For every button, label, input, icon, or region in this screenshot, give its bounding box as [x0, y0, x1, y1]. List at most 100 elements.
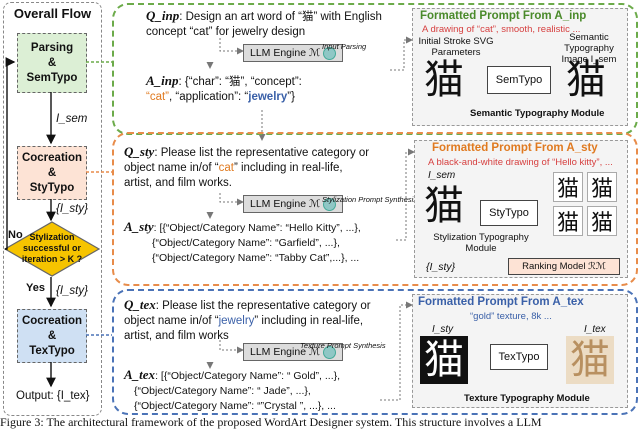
- panel3-engine-note: Texture Prompt Synthesis: [300, 341, 386, 350]
- panel2-q-label: Q_sty: [124, 144, 155, 159]
- style-result-tile: 猫: [587, 206, 617, 236]
- panel3-output-glyph: 猫: [566, 336, 614, 384]
- flow-output-label: Output: {I_tex}: [16, 390, 90, 402]
- panel2-answer: A_sty: [{“Object/Category Name”: “Hello …: [124, 218, 404, 266]
- panel1-a-end: ”}: [287, 91, 295, 103]
- stage3-line3: TexTypo: [29, 344, 75, 357]
- panel1-q-text-a: : Design an art word of “: [179, 11, 302, 23]
- panel1-semtypo-module: SemTypo: [487, 66, 551, 94]
- stage1-line3: SemTypo: [26, 71, 78, 84]
- flow-i-sty-label: {I_sty}: [56, 203, 88, 215]
- stage-cocreation-stytypo: Cocreation & StyTypo: [17, 146, 87, 200]
- panel2-query: Q_sty: Please list the representative ca…: [124, 143, 400, 191]
- panel3-textypo-module: TexTypo: [490, 344, 548, 370]
- flow-i-sem-label: I_sem: [56, 113, 88, 125]
- panel3-fmt-title: Formatted Prompt From A_tex: [418, 296, 584, 308]
- panel3-q-line3: artist, and film works: [124, 330, 229, 342]
- stage-cocreation-textypo: Cocreation & TexTypo: [17, 309, 87, 363]
- llm-engine-icon: [323, 345, 337, 359]
- panel3-module-caption: Texture Typography Module: [464, 393, 590, 404]
- panel1-q-text-b: ” with English: [313, 11, 382, 23]
- panel2-style-grid: 猫 猫 猫 猫: [553, 172, 625, 236]
- panel3-fmt-sub: “gold” texture, 8k ...: [470, 311, 552, 322]
- panel-textypo: [112, 289, 638, 415]
- panel3-llm-engine: LLM Engine ℳ: [243, 343, 344, 361]
- decision-text: Stylization successful or iteration > K …: [6, 232, 98, 265]
- panel2-a-line3: {“Object/Category Name”: “Tabby Cat”,...…: [152, 252, 360, 264]
- overall-flow-title: Overall Flow: [13, 6, 92, 21]
- panel1-a-char: 猫: [229, 74, 241, 88]
- stage2-line1: Cocreation: [21, 151, 83, 164]
- panel3-a-label: A_tex: [124, 367, 156, 382]
- panel3-q-jewelry: jewelry: [218, 315, 255, 327]
- panel1-a-line1-a: : {“char”: “: [178, 76, 229, 88]
- panel3-a-line3: {“Object/Category Name”: “”Crystal ”, ..…: [134, 400, 336, 412]
- panel1-a-line1-b: ”, “concept”:: [240, 76, 302, 88]
- panel2-ranking-model: Ranking Model ℛℳ: [508, 258, 620, 275]
- panel1-a-label: A_inp: [146, 73, 179, 88]
- panel2-q-line2-b: ” including in real-life,: [233, 162, 343, 174]
- decision-line1: Stylization: [29, 232, 75, 242]
- panel3-input-glyph: 猫: [420, 336, 468, 384]
- panel1-fmt-title: Formatted Prompt From A_inp: [420, 10, 587, 22]
- panel2-i-sem: I_sem: [428, 170, 456, 181]
- panel3-a-line1: : [{“Object/Category Name”: “ Gold”, ...…: [155, 370, 341, 382]
- panel3-engine-label: LLM Engine ℳ: [250, 346, 321, 358]
- stage2-line2: &: [47, 166, 57, 179]
- panel2-caption-2: Module: [465, 243, 497, 254]
- panel3-answer: A_tex: [{“Object/Category Name”: “ Gold”…: [124, 366, 404, 414]
- panel2-fmt-title: Formatted Prompt From A_sty: [432, 142, 598, 154]
- panel1-a-cat: “cat”: [146, 91, 169, 103]
- overall-flow-container: [3, 2, 102, 416]
- panel2-engine-label: LLM Engine ℳ: [250, 198, 321, 210]
- panel2-fmt-sub: A black-and-white drawing of “Hello kitt…: [428, 157, 613, 168]
- flow-i-sty-yes-label: {I_sty}: [56, 285, 88, 297]
- decision-no-label: No: [8, 229, 23, 241]
- stage3-line2: &: [47, 329, 57, 342]
- stage1-line1: Parsing: [30, 41, 74, 54]
- panel1-input-label: Initial Stroke SVG Parameters: [414, 36, 498, 58]
- panel1-out-label-1: Semantic Typography: [564, 32, 614, 54]
- panel1-engine-label: LLM Engine ℳ: [250, 47, 321, 59]
- style-result-tile: 猫: [587, 172, 617, 202]
- panel1-output-glyph: 猫: [566, 57, 606, 103]
- panel3-q-line2-b: ” including in real-life,: [254, 315, 364, 327]
- panel1-in-label-2: Parameters: [431, 47, 481, 58]
- panel1-fmt-sub: A drawing of “cat”, smooth, realistic ..…: [422, 24, 581, 35]
- panel1-a-jewelry: jewelry: [248, 91, 288, 103]
- panel3-q-label: Q_tex: [124, 297, 156, 312]
- panel-stytypo: [112, 132, 638, 286]
- panel2-q-cat: cat: [218, 162, 234, 174]
- panel1-q-label: Q_inp: [146, 8, 180, 23]
- panel2-llm-engine: LLM Engine ℳ: [243, 195, 344, 213]
- stage-parsing-semtypo: Parsing & SemTypo: [17, 33, 87, 93]
- panel3-a-line2: {“Object/Category Name”: “ Jade”, ...},: [134, 385, 311, 397]
- panel2-engine-note: Stylization Prompt Synthesis: [322, 195, 418, 204]
- panel2-a-line2: {“Object/Category Name”: “Garfield”, ...…: [152, 237, 340, 249]
- figure-caption: Figure 3: The architectural framework of…: [0, 415, 542, 429]
- decision-yes-label: Yes: [26, 282, 45, 294]
- panel3-q-line1: : Please list the representative categor…: [155, 300, 371, 312]
- panel2-caption-1: Stylization Typography: [433, 232, 529, 243]
- panel1-llm-engine: LLM Engine ℳ: [243, 44, 344, 62]
- panel3-query: Q_tex: Please list the representative ca…: [124, 296, 400, 344]
- decision-line2: successful or: [22, 243, 82, 253]
- llm-engine-icon: [323, 197, 337, 211]
- panel1-q-char: 猫: [301, 9, 314, 23]
- panel3-i-sty: I_sty: [432, 324, 454, 335]
- panel2-a-label: A_sty: [124, 219, 154, 234]
- panel1-input-glyph: 猫: [424, 57, 464, 103]
- panel1-query: Q_inp: Design an art word of “猫” with En…: [146, 7, 408, 40]
- panel2-a-line1: : [{“Object/Category Name”: “Hello Kitty…: [153, 222, 361, 234]
- panel1-output-label: Semantic Typography Image I_sem: [548, 32, 630, 65]
- style-result-tile: 猫: [553, 172, 583, 202]
- decision-line3: iteration > K ?: [21, 254, 83, 264]
- panel-semtypo: [112, 3, 638, 135]
- panel2-q-line3: artist, and film works.: [124, 177, 232, 189]
- panel3-i-tex: I_tex: [584, 324, 606, 335]
- panel1-out-label-2: Image I_sem: [561, 54, 617, 65]
- panel1-a-mid: , “application”: “: [169, 91, 249, 103]
- stage1-line2: &: [47, 56, 57, 69]
- panel1-engine-note: Input Parsing: [322, 42, 367, 51]
- panel1-answer: A_inp: {“char”: “猫”, “concept”: “cat”, “…: [146, 72, 402, 105]
